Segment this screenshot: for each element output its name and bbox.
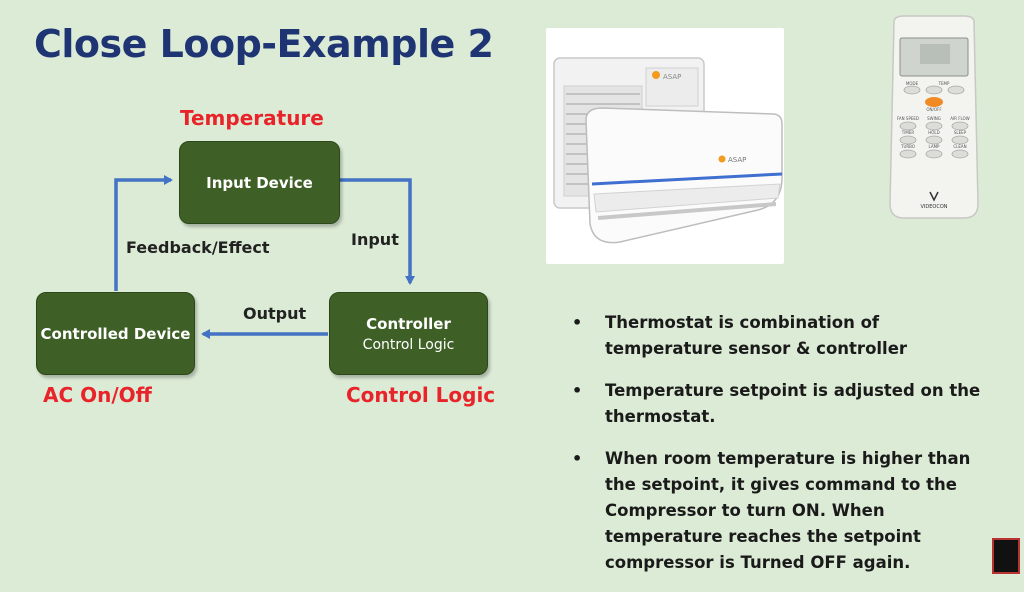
temperature-label: Temperature bbox=[180, 106, 324, 130]
controller-node: Controller Control Logic bbox=[329, 292, 488, 375]
svg-text:TEMP: TEMP bbox=[938, 81, 950, 86]
ac-on-off-label: AC On/Off bbox=[43, 383, 152, 407]
input-arrow bbox=[339, 178, 415, 285]
corner-thumbnail bbox=[992, 538, 1020, 574]
svg-text:ON/OFF: ON/OFF bbox=[926, 107, 942, 112]
feedback-arrow bbox=[114, 175, 173, 291]
bullet-list: Thermostat is combination of temperature… bbox=[572, 310, 1002, 592]
ac-unit-drawing: ASAP ASAP bbox=[553, 57, 783, 244]
indoor-brand-text: ASAP bbox=[728, 156, 746, 164]
page-title: Close Loop-Example 2 bbox=[34, 22, 494, 66]
svg-text:MODE: MODE bbox=[906, 81, 919, 86]
bullet-item: Temperature setpoint is adjusted on the … bbox=[572, 378, 1002, 430]
svg-text:TURBO: TURBO bbox=[900, 144, 915, 149]
bullet-item: Thermostat is combination of temperature… bbox=[572, 310, 1002, 362]
feedback-edge-label: Feedback/Effect bbox=[126, 238, 270, 257]
svg-text:SWING: SWING bbox=[927, 116, 941, 121]
bullet-item: When room temperature is higher than the… bbox=[572, 446, 1002, 576]
remote-control-image: MODE TEMP ON/OFF FAN SPEED SWING AIR FLO… bbox=[886, 14, 982, 220]
outdoor-brand-text: ASAP bbox=[663, 73, 681, 81]
svg-text:CLEAN: CLEAN bbox=[953, 144, 966, 149]
controlled-device-node: Controlled Device bbox=[36, 292, 195, 375]
controller-sub-label: Control Logic bbox=[362, 336, 455, 353]
svg-text:FAN SPEED: FAN SPEED bbox=[897, 116, 919, 121]
control-logic-label: Control Logic bbox=[346, 383, 496, 407]
input-device-node: Input Device bbox=[179, 141, 340, 224]
input-device-label: Input Device bbox=[206, 173, 313, 192]
input-edge-label: Input bbox=[351, 230, 399, 249]
ac-unit-image: ASAP ASAP bbox=[546, 28, 784, 264]
remote-brand-text: VIDEOCON bbox=[920, 204, 947, 210]
controller-label: Controller bbox=[366, 314, 451, 333]
output-edge-label: Output bbox=[243, 304, 307, 323]
remote-control-drawing: MODE TEMP ON/OFF FAN SPEED SWING AIR FLO… bbox=[889, 15, 979, 219]
svg-text:LAMP: LAMP bbox=[929, 144, 941, 149]
svg-text:HOLD: HOLD bbox=[928, 130, 939, 135]
svg-text:TIMER: TIMER bbox=[901, 130, 915, 135]
svg-text:AIR FLOW: AIR FLOW bbox=[950, 116, 970, 121]
controlled-device-label: Controlled Device bbox=[40, 324, 191, 343]
svg-text:SLEEP: SLEEP bbox=[954, 130, 967, 135]
